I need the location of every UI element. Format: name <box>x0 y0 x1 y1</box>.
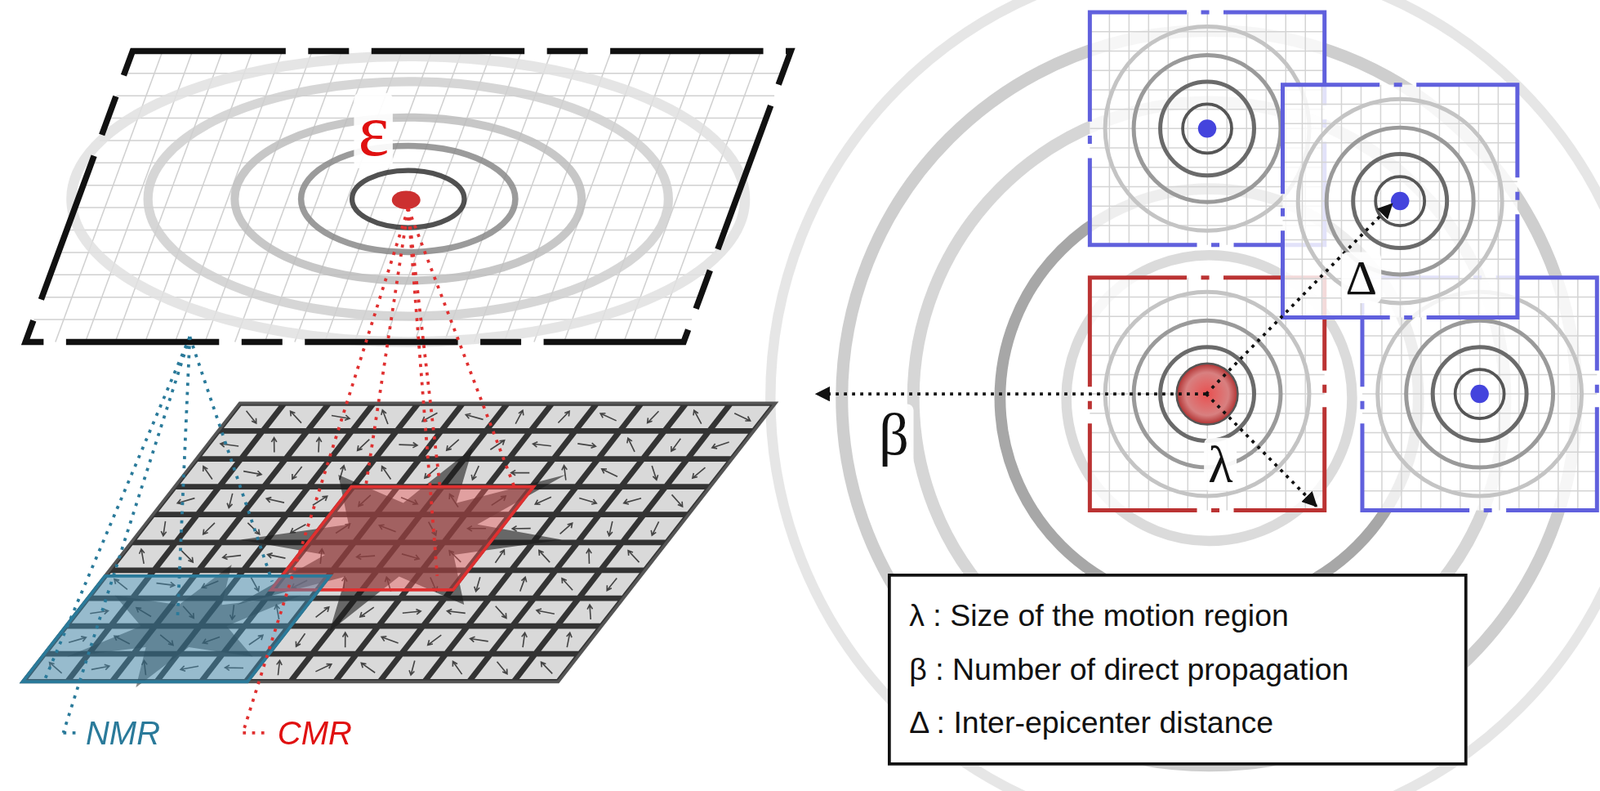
distance-arrow <box>1206 204 1392 394</box>
current-motion-region <box>271 486 535 590</box>
distance-arrow <box>816 392 1207 396</box>
symbol-label: λ <box>1203 437 1237 491</box>
region-label: NMR <box>81 715 165 750</box>
neighbor-epicenter-panel <box>1282 84 1517 318</box>
key-entry: β : Number of direct propagation <box>909 641 1446 696</box>
symbol-label: β <box>874 404 914 466</box>
epicenter-symbol: ε <box>353 93 393 169</box>
key-entry: λ : Size of the motion region <box>909 588 1446 643</box>
projection-lines <box>44 208 516 733</box>
key-entry: Δ : Inter-epicenter distance <box>909 695 1446 750</box>
motion-vector-plane <box>22 402 776 687</box>
symbol-label: Δ <box>1341 252 1382 304</box>
epicenter-plane <box>25 50 791 342</box>
region-label: CMR <box>273 715 357 750</box>
propagation-view <box>770 0 1600 791</box>
wave-ring <box>999 188 1418 607</box>
key-box: λ : Size of the motion regionβ : Number … <box>887 573 1468 765</box>
neighbor-motion-region <box>22 575 330 682</box>
wave-ring <box>770 0 1600 791</box>
